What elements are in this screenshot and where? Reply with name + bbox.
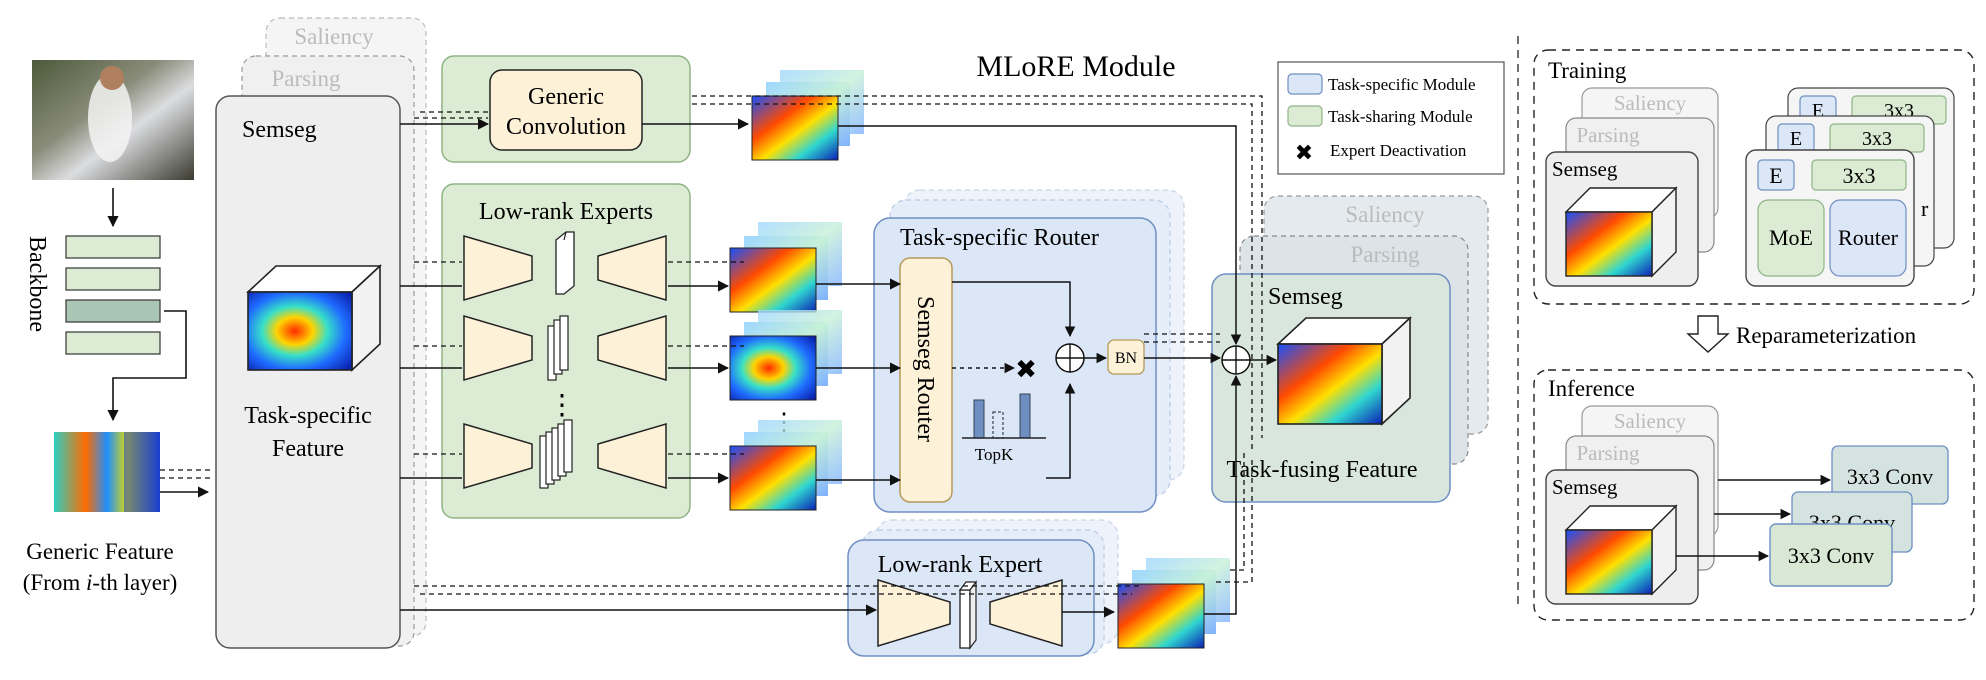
fusing-saliency: Saliency	[1345, 202, 1425, 227]
training-conv-front: 3x3	[1843, 163, 1876, 188]
bn-label: BN	[1115, 350, 1138, 367]
expert-output-1	[729, 222, 842, 313]
training-e-mid: E	[1790, 128, 1802, 150]
legend: Task-specific Module Task-sharing Module…	[1277, 61, 1505, 175]
semseg-router-label: Semseg Router	[912, 296, 938, 442]
reparam: Reparameterization	[1686, 315, 1917, 353]
task-stack-parsing: Parsing	[272, 66, 342, 91]
training-moe-stack: E 3x3 E 3x3 r E 3x3 MoE Router	[1745, 87, 1955, 287]
inference-semseg: Semseg	[1552, 475, 1618, 499]
training-title: Training	[1548, 58, 1627, 83]
legend-task-sharing-label: Task-sharing Module	[1328, 107, 1473, 126]
fusing-stack: Saliency Parsing Semseg Task-fusing Feat…	[1211, 195, 1489, 503]
training-panel: Training Saliency Parsing Semseg E 3x3 E…	[1533, 49, 1975, 305]
generic-feature-label: Generic Feature	[26, 539, 174, 564]
fusing-parsing: Parsing	[1351, 242, 1421, 267]
inference-panel: Inference Saliency Parsing Semseg 3x3 Co…	[1533, 369, 1975, 621]
generic-conv-label-2: Convolution	[506, 114, 626, 140]
legend-task-specific-swatch	[1287, 73, 1323, 95]
cross-icon: ✖	[1015, 355, 1037, 384]
generic-conv-panel: Generic Convolution	[441, 55, 691, 163]
inference-saliency: Saliency	[1614, 409, 1687, 433]
topk-label: TopK	[975, 445, 1014, 464]
training-router-peek: r	[1921, 196, 1929, 221]
router-title: Task-specific Router	[900, 225, 1099, 251]
training-semseg: Semseg	[1552, 157, 1618, 181]
task-feature-label-2: Feature	[272, 436, 344, 462]
bn-box	[1107, 339, 1145, 375]
low-rank-experts-title: Low-rank Experts	[479, 199, 653, 225]
training-router-label: Router	[1838, 225, 1899, 250]
expert-row-2	[463, 314, 667, 382]
legend-task-specific-label: Task-specific Module	[1328, 75, 1476, 94]
training-e-box	[1757, 159, 1795, 191]
fusing-feature-cube	[1275, 316, 1413, 426]
single-expert-title: Low-rank Expert	[878, 552, 1043, 578]
backbone-layers	[65, 235, 161, 355]
experts-ellipsis: ⋮	[548, 390, 576, 421]
reparam-label: Reparameterization	[1736, 323, 1917, 348]
task-feature-label: Task-specific	[244, 403, 372, 429]
low-rank-experts-panel: Low-rank Experts ⋮	[441, 183, 691, 519]
task-stack: Saliency Parsing Semseg Task-specific Fe…	[215, 17, 427, 649]
single-expert-panel: Low-rank Expert	[847, 519, 1119, 657]
fusing-label: Task-fusing Feature	[1227, 457, 1418, 483]
training-conv-box	[1811, 159, 1907, 191]
training-saliency: Saliency	[1614, 91, 1687, 115]
generic-conv-label: Generic	[528, 84, 604, 110]
inference-conv-back: 3x3 Conv	[1847, 464, 1933, 489]
task-stack-saliency: Saliency	[294, 24, 374, 49]
task-stack-semseg: Semseg	[242, 117, 317, 143]
training-parsing: Parsing	[1577, 123, 1641, 147]
training-cube	[1564, 186, 1678, 278]
expert-outputs: ⋮	[729, 222, 842, 511]
router-panel: Task-specific Router Semseg Router TopK …	[873, 189, 1185, 513]
legend-task-sharing-swatch	[1287, 105, 1323, 127]
fusing-semseg: Semseg	[1268, 284, 1343, 310]
input-photo-person	[88, 74, 132, 162]
inference-cube	[1564, 504, 1678, 596]
input-photo-head	[100, 66, 124, 90]
generic-conv-box	[489, 69, 643, 151]
training-moe-label: MoE	[1769, 225, 1813, 250]
task-feature-cube	[245, 264, 383, 372]
generic-conv-output	[751, 70, 864, 161]
topk-bars	[962, 393, 1046, 439]
inference-parsing: Parsing	[1577, 441, 1641, 465]
expert-row-1	[463, 231, 667, 302]
semseg-router-box	[899, 257, 953, 503]
inference-conv-stack: 3x3 Conv 3x3 Conv 3x3 Conv	[1769, 445, 1949, 587]
training-e-front: E	[1769, 163, 1782, 188]
reparam-arrow-icon	[1686, 315, 1730, 353]
inference-conv-front: 3x3 Conv	[1788, 543, 1874, 568]
backbone-label: Backbone	[24, 236, 50, 332]
module-title: MLoRE Module	[976, 50, 1175, 83]
single-expert-output	[1117, 558, 1230, 649]
expert-output-2	[729, 310, 842, 401]
expert-output-n	[729, 420, 842, 511]
input-column: Backbone Generic Feature (From i-th laye…	[23, 60, 210, 595]
training-router-box	[1829, 199, 1907, 277]
legend-deactivation-label: Expert Deactivation	[1330, 141, 1467, 160]
training-conv-mid: 3x3	[1862, 128, 1892, 150]
training-moe-box	[1757, 199, 1825, 277]
connectors	[400, 95, 1278, 618]
inference-title: Inference	[1548, 376, 1635, 401]
expert-row-n	[463, 419, 667, 490]
legend-cross-icon: ✖	[1295, 140, 1313, 165]
generic-feature-sublabel: (From i-th layer)	[23, 570, 178, 595]
